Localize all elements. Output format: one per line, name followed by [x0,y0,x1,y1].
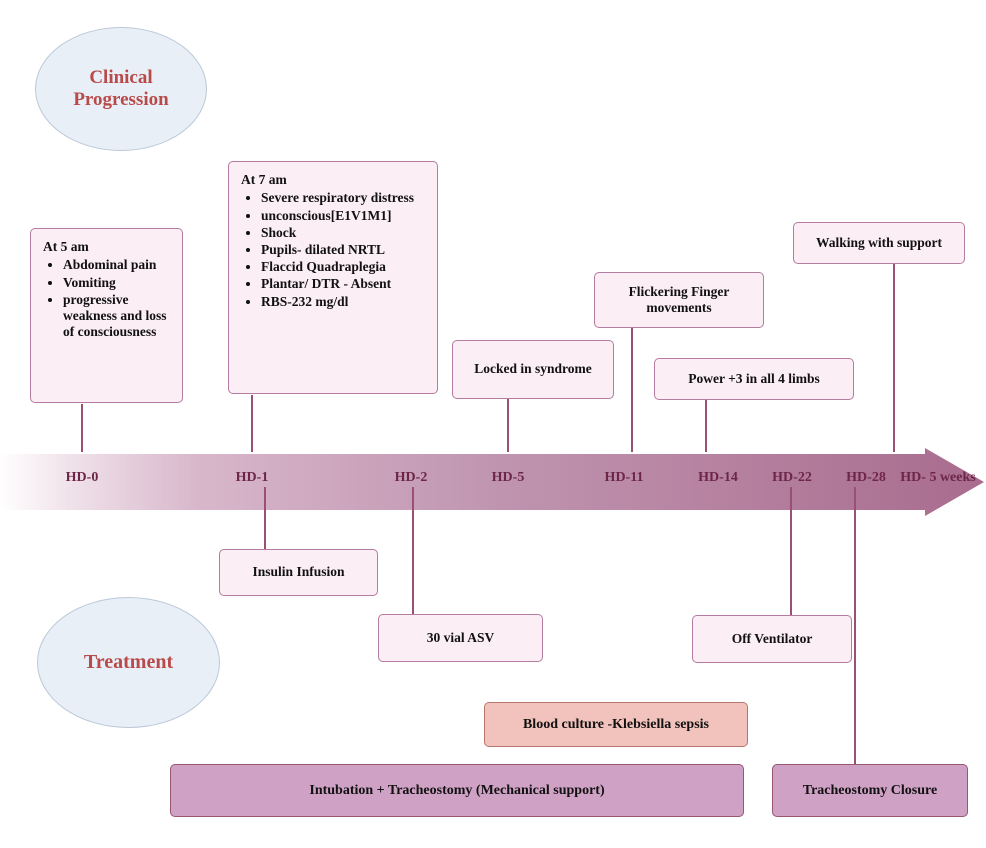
tracheostomy-closure-label: Tracheostomy Closure [802,782,938,798]
list-item: RBS-232 mg/dl [261,294,427,310]
timeline-tick-hd28: HD-28 [846,470,886,485]
timeline-tick-hd1: HD-1 [235,470,269,485]
blood-culture-label: Blood culture -Klebsiella sepsis [522,716,710,732]
list-item: Abdominal pain [63,257,172,273]
timeline-tick-hd0: HD-0 [65,470,99,485]
treatment-insulin-infusion: Insulin Infusion [219,549,378,596]
connector-hd22-ventilator [790,487,792,616]
hd5-label: Locked in syndrome [474,361,592,377]
list-item: progressive weakness and loss of conscio… [63,292,172,341]
timeline-tick-hd5weeks: HD- 5 weeks [900,470,976,485]
hd0-list: Abdominal pain Vomiting progressive weak… [43,257,172,340]
list-item: Pupils- dilated NRTL [261,242,427,258]
hd0-header: At 5 am [43,239,89,254]
timeline-tick-hd2: HD-2 [394,470,428,485]
treatment-off-ventilator: Off Ventilator [692,615,852,663]
clinical-event-hd0: At 5 am Abdominal pain Vomiting progress… [30,228,183,403]
asv-label: 30 vial ASV [426,629,495,645]
list-item: Vomiting [63,275,172,291]
treatment-tracheostomy-closure: Tracheostomy Closure [772,764,968,817]
timeline-arrow: HD-0 HD-1 HD-2 HD-5 HD-11 HD-14 HD-22 HD… [0,448,986,516]
connector-hd5weeks [893,263,895,452]
clinical-event-hd11: Flickering Finger movements [594,272,764,328]
clinical-event-hd14: Power +3 in all 4 limbs [654,358,854,400]
hd14-label: Power +3 in all 4 limbs [688,370,820,386]
connector-hd5 [507,399,509,452]
hd1-list: Severe respiratory distress unconscious[… [241,190,427,309]
timeline-tick-hd5: HD-5 [491,470,525,485]
list-item: Shock [261,225,427,241]
treatment-blood-culture: Blood culture -Klebsiella sepsis [484,702,748,747]
timeline-arrow-shape [0,448,984,516]
clinical-event-hd5weeks: Walking with support [793,222,965,264]
clinical-event-hd5: Locked in syndrome [452,340,614,399]
off-ventilator-label: Off Ventilator [731,630,813,646]
timeline-tick-hd22: HD-22 [772,470,812,485]
section-label-clinical-progression: Clinical Progression [35,27,207,151]
connector-hd2-asv [412,487,414,615]
treatment-text: Treatment [83,650,174,673]
list-item: Severe respiratory distress [261,190,427,206]
timeline-tick-hd14: HD-14 [698,470,738,485]
timeline-tick-hd11: HD-11 [604,470,644,485]
section-label-treatment: Treatment [37,597,220,728]
connector-hd11 [631,328,633,452]
insulin-infusion-label: Insulin Infusion [252,564,345,580]
connector-hd1-insulin [264,487,266,550]
hd11-label: Flickering Finger movements [628,283,730,315]
list-item: unconscious[E1V1M1] [261,208,427,224]
hd1-header: At 7 am [241,172,287,187]
treatment-asv: 30 vial ASV [378,614,543,662]
connector-hd1 [251,395,253,452]
list-item: Flaccid Quadraplegia [261,259,427,275]
hd5weeks-label: Walking with support [815,234,943,250]
list-item: Plantar/ DTR - Absent [261,276,427,292]
intubation-label: Intubation + Tracheostomy (Mechanical su… [309,782,605,798]
clinical-event-hd1: At 7 am Severe respiratory distress unco… [228,161,438,394]
connector-hd28-closure [854,487,856,764]
clinical-progression-text: Clinical Progression [73,66,169,110]
treatment-intubation-tracheostomy: Intubation + Tracheostomy (Mechanical su… [170,764,744,817]
connector-hd0 [81,404,83,452]
connector-hd14 [705,400,707,452]
